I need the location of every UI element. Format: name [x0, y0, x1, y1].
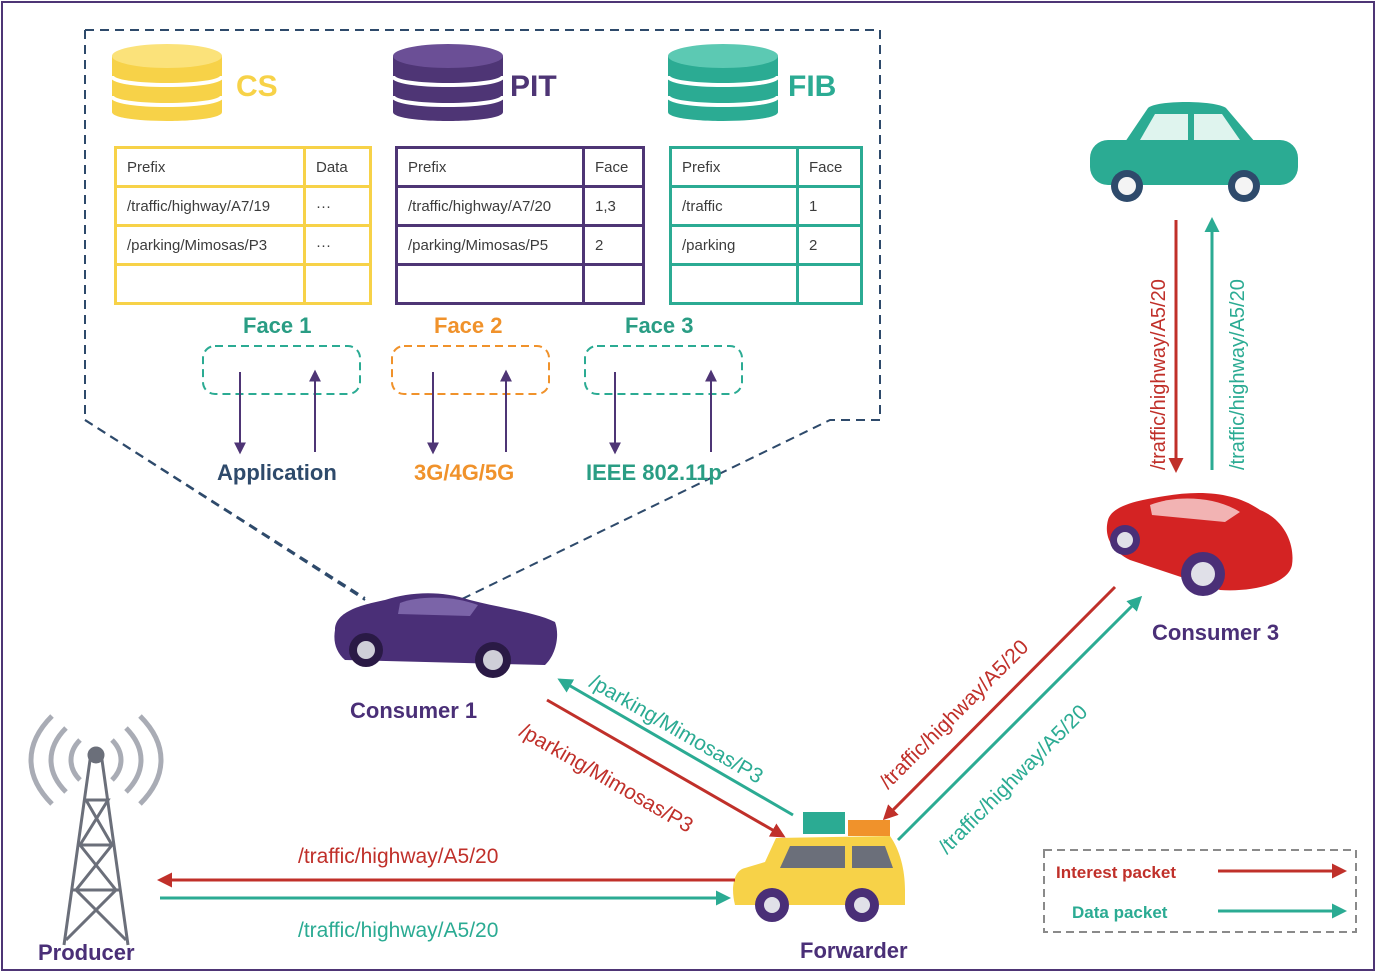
forwarder-label: Forwarder [800, 938, 908, 963]
table-cell: ··· [303, 185, 372, 227]
consumer3-car-icon [1106, 492, 1293, 596]
pit-table: Prefix Face /traffic/highway/A7/20 1,3 /… [395, 146, 645, 305]
table-cell: /traffic [669, 185, 799, 227]
table-row: /parking/Mimosas/P3 ··· [114, 224, 372, 266]
face3-label: Face 3 [625, 313, 694, 338]
table-cell: ··· [303, 224, 372, 266]
face3-interface: IEEE 802.11p [586, 460, 722, 485]
face2-interface: 3G/4G/5G [414, 460, 514, 485]
table-cell: /traffic/highway/A7/20 [395, 185, 585, 227]
producer-label: Producer [38, 940, 135, 965]
legend-data-label: Data packet [1072, 903, 1168, 922]
table-row: /traffic/highway/A7/19 ··· [114, 185, 372, 227]
table-cell: /parking/Mimosas/P3 [114, 224, 306, 266]
face1-box [202, 345, 361, 395]
face1-label: Face 1 [243, 313, 312, 338]
fib-table: Prefix Face /traffic 1 /parking 2 [669, 146, 863, 305]
table-cell: /parking/Mimosas/P5 [395, 224, 585, 266]
top-car-icon [1090, 102, 1298, 202]
table-cell [582, 263, 645, 305]
prod-data-text: /traffic/highway/A5/20 [298, 919, 498, 942]
table-header-cell: Face [582, 146, 645, 188]
table-cell [303, 263, 372, 305]
fib-database-icon [666, 44, 780, 121]
face2-label: Face 2 [434, 313, 503, 338]
table-row: Prefix Data [114, 146, 372, 188]
face2-box [391, 345, 550, 395]
table-cell: /parking [669, 224, 799, 266]
table-cell [796, 263, 863, 305]
table-cell [114, 263, 306, 305]
cs-title: CS [236, 70, 278, 103]
fw-c3-interest-arrow [882, 585, 1117, 821]
face1-interface: Application [217, 460, 337, 485]
forwarder-van-icon [733, 812, 905, 922]
c3-interest-text: /traffic/highway/A5/20 [1148, 279, 1170, 470]
table-cell: 2 [582, 224, 645, 266]
producer-tower-icon [28, 714, 164, 946]
table-cell: /traffic/highway/A7/19 [114, 185, 306, 227]
c1-data-arrow [557, 678, 794, 817]
table-row: /parking/Mimosas/P5 2 [395, 224, 645, 266]
face-arrows [234, 369, 717, 455]
prod-interest-text: /traffic/highway/A5/20 [298, 845, 498, 868]
table-row: Prefix Face [669, 146, 863, 188]
cs-table: Prefix Data /traffic/highway/A7/19 ··· /… [114, 146, 372, 305]
table-header-cell: Data [303, 146, 372, 188]
table-row [669, 263, 863, 305]
table-cell: 1,3 [582, 185, 645, 227]
table-header-cell: Prefix [395, 146, 585, 188]
pit-title: PIT [510, 70, 557, 103]
fw-c3-data-arrow [896, 595, 1143, 842]
consumer1-label: Consumer 1 [350, 698, 477, 723]
table-row [114, 263, 372, 305]
table-header-cell: Prefix [114, 146, 306, 188]
table-cell: 1 [796, 185, 863, 227]
table-header-cell: Face [796, 146, 863, 188]
cs-database-icon [110, 44, 224, 121]
consumer3-label: Consumer 3 [1152, 620, 1279, 645]
consumer1-car-icon [334, 593, 558, 678]
table-row: Prefix Face [395, 146, 645, 188]
table-cell [395, 263, 585, 305]
table-header-cell: Prefix [669, 146, 799, 188]
c3-data-text: /traffic/highway/A5/20 [1227, 279, 1249, 470]
table-row [395, 263, 645, 305]
table-cell: 2 [796, 224, 863, 266]
pit-database-icon [391, 44, 505, 121]
c1-interest-arrow [546, 698, 786, 838]
table-row: /traffic/highway/A7/20 1,3 [395, 185, 645, 227]
face3-box [584, 345, 743, 395]
legend-box [1043, 849, 1357, 933]
table-cell [669, 263, 799, 305]
table-row: /traffic 1 [669, 185, 863, 227]
table-row: /parking 2 [669, 224, 863, 266]
legend-interest-label: Interest packet [1056, 863, 1176, 882]
fib-title: FIB [788, 70, 836, 103]
